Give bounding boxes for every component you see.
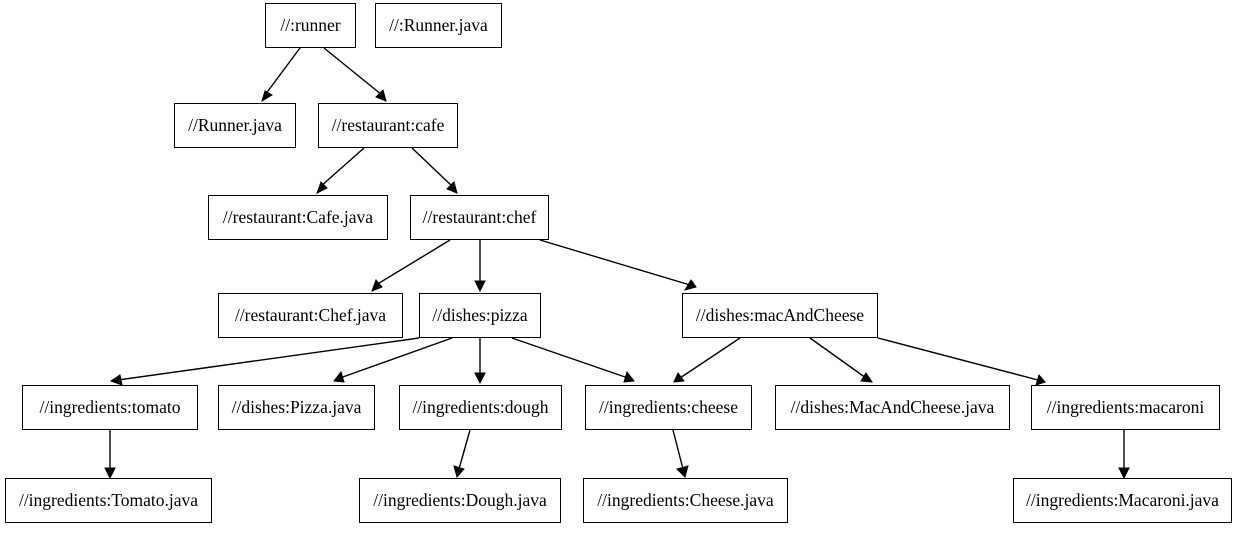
graph-node-label: //ingredients:Tomato.java: [18, 489, 199, 510]
graph-edge: [679, 337, 741, 379]
graph-node-ing_macaroni[interactable]: //ingredients:macaroni: [1031, 385, 1220, 430]
graph-edge: [339, 337, 453, 379]
graph-node-ing_dough_java[interactable]: //ingredients:Dough.java: [359, 478, 561, 523]
graph-node-ing_macaroni_java[interactable]: //ingredients:Macaroni.java: [1013, 478, 1232, 523]
graph-node-label: //ingredients:macaroni: [1046, 396, 1205, 417]
graph-node-ing_cheese_java[interactable]: //ingredients:Cheese.java: [583, 478, 788, 523]
graph-node-label: //ingredients:Cheese.java: [597, 489, 774, 510]
graph-node-label: //restaurant:cafe: [331, 114, 445, 135]
graph-edge: [323, 47, 383, 96]
graph-edge-arrowhead: [453, 465, 465, 479]
graph-edge-arrowhead: [1118, 467, 1130, 480]
graph-node-label: //:Runner.java: [389, 14, 488, 35]
graph-node-restaurant_cafe_java[interactable]: //restaurant:Cafe.java: [208, 195, 388, 240]
graph-node-restaurant_chef[interactable]: //restaurant:chef: [410, 195, 549, 240]
graph-node-dishes_pizza_java[interactable]: //dishes:Pizza.java: [218, 385, 375, 430]
graph-node-label: //ingredients:tomato: [39, 396, 181, 417]
graph-edge-arrowhead: [623, 370, 635, 383]
graph-edge-arrowhead: [261, 90, 273, 103]
graph-edge: [411, 147, 454, 188]
graph-edge-arrowhead: [104, 467, 116, 480]
graph-node-label: //restaurant:Chef.java: [234, 304, 387, 325]
graph-node-label: //ingredients:dough: [412, 396, 549, 417]
graph-node-label: //:runner: [280, 14, 341, 35]
graph-node-label: //ingredients:Dough.java: [373, 489, 547, 510]
graph-edge: [539, 239, 691, 286]
graph-node-dishes_pizza[interactable]: //dishes:pizza: [419, 293, 541, 338]
graph-node-label: //dishes:MacAndCheese.java: [790, 396, 995, 417]
graph-node-restaurant_cafe[interactable]: //restaurant:cafe: [318, 103, 458, 148]
graph-node-label: //ingredients:cheese: [599, 396, 738, 417]
graph-edge-arrowhead: [474, 280, 486, 293]
graph-edge-arrowhead: [474, 372, 486, 385]
graph-edge: [809, 337, 867, 379]
graph-node-runner[interactable]: //:runner: [265, 3, 356, 48]
graph-node-label: //Runner.java: [188, 114, 282, 135]
graph-node-runner_java[interactable]: //Runner.java: [174, 103, 296, 148]
graph-edge: [458, 429, 471, 470]
graph-edge-arrowhead: [1035, 373, 1046, 386]
graph-edge: [319, 147, 365, 188]
graph-edge-arrowhead: [109, 374, 123, 386]
graph-edge: [117, 337, 420, 381]
graph-edge-arrowhead: [683, 279, 697, 291]
graph-edge-arrowhead: [371, 279, 383, 292]
graph-node-label: //dishes:pizza: [432, 304, 528, 325]
graph-node-root_runner_java[interactable]: //:Runner.java: [375, 3, 502, 48]
graph-edge-arrowhead: [316, 181, 328, 195]
graph-node-label: //dishes:macAndCheese: [695, 304, 865, 325]
graph-node-dishes_mac_java[interactable]: //dishes:MacAndCheese.java: [775, 385, 1010, 430]
graph-edge: [877, 337, 1039, 381]
graph-node-label: //dishes:Pizza.java: [231, 396, 362, 417]
graph-node-label: //ingredients:Macaroni.java: [1026, 489, 1219, 510]
graph-edge: [375, 239, 451, 286]
graph-node-label: //restaurant:chef: [422, 206, 537, 227]
graph-edge-arrowhead: [333, 370, 345, 383]
graph-edge-arrowhead: [446, 181, 458, 194]
graph-node-ing_dough[interactable]: //ingredients:dough: [399, 385, 562, 430]
graph-edge-arrowhead: [860, 372, 873, 383]
graph-node-ing_cheese[interactable]: //ingredients:cheese: [585, 385, 752, 430]
graph-edge: [264, 47, 301, 96]
graph-edge: [672, 429, 684, 470]
graph-node-ing_tomato[interactable]: //ingredients:tomato: [22, 385, 198, 430]
graph-edge: [511, 337, 629, 379]
graph-node-restaurant_chef_java[interactable]: //restaurant:Chef.java: [218, 293, 403, 338]
graph-edge-arrowhead: [673, 372, 685, 383]
graph-node-ing_tomato_java[interactable]: //ingredients:Tomato.java: [5, 478, 212, 523]
graph-edge-arrowhead: [676, 465, 689, 478]
graph-node-label: //restaurant:Cafe.java: [222, 206, 374, 227]
graph-edge-arrowhead: [375, 89, 387, 102]
graph-node-dishes_macandcheese[interactable]: //dishes:macAndCheese: [682, 293, 878, 338]
